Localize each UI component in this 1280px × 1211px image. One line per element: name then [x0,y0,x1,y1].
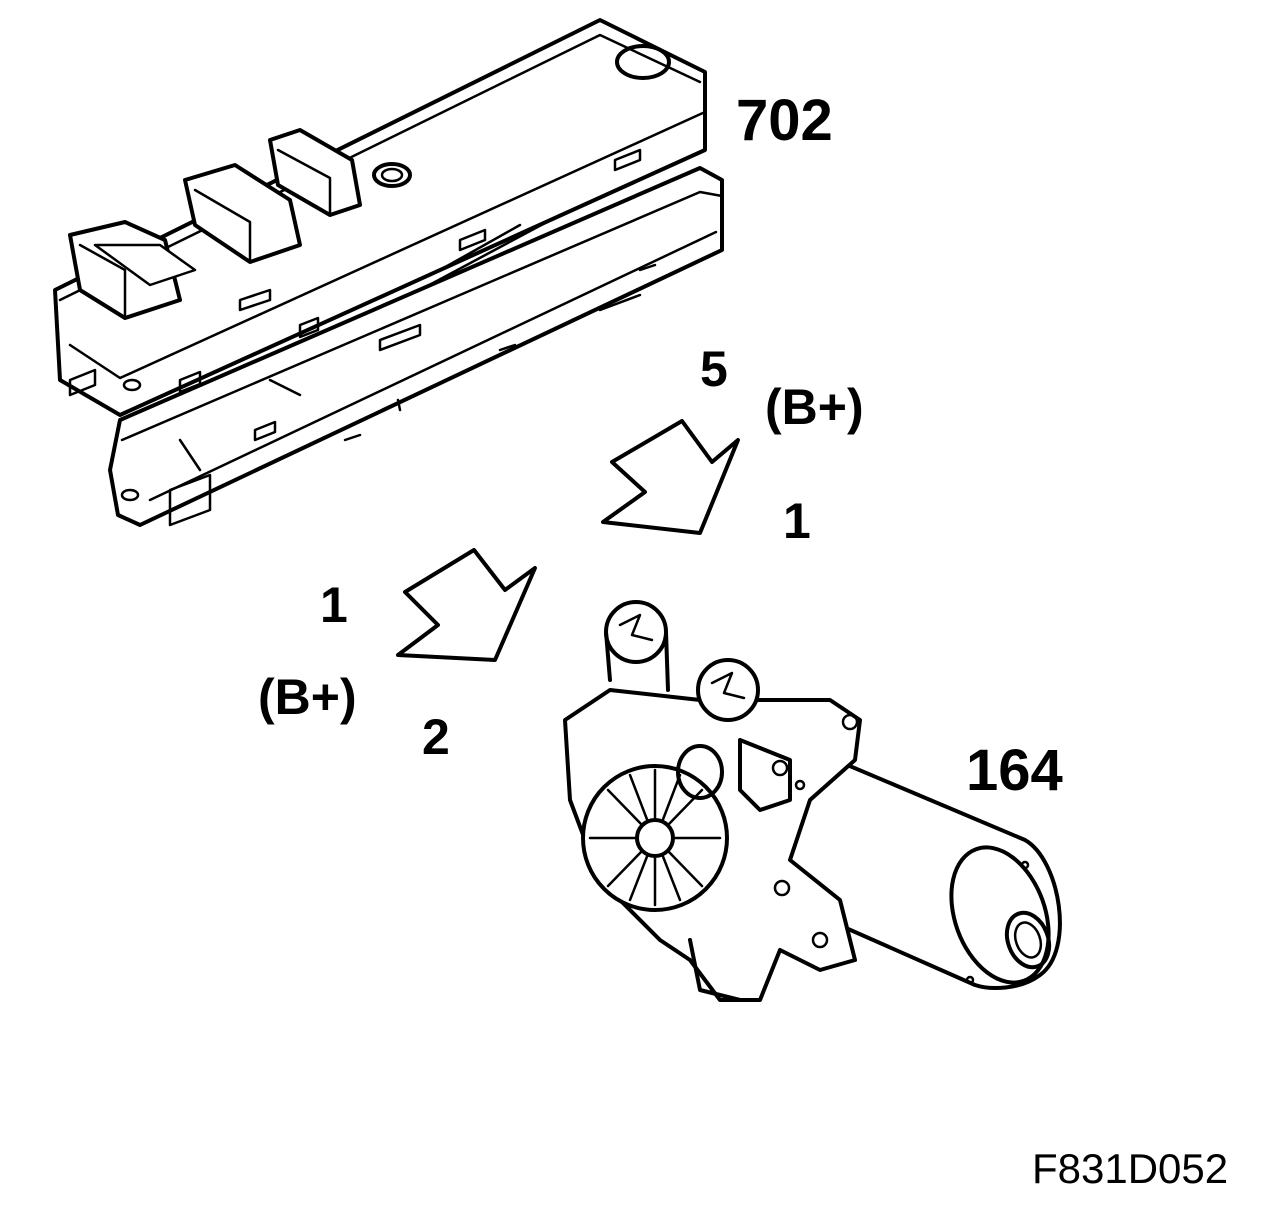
switch-pin-1: 1 [783,493,811,549]
switch-pin-5: 5 [700,341,728,397]
motor-pin-2-signal: (B+) [258,669,357,725]
part-number-switch: 702 [736,88,833,153]
motor-pin-1: 1 [320,577,348,633]
window-switch-panel [53,18,724,527]
window-regulator-motor [563,600,1062,1002]
figure-code: F831D052 [1032,1145,1229,1192]
connector-arrow-switch [601,419,740,535]
motor-pin-2: 2 [422,709,450,765]
part-number-motor: 164 [966,738,1063,803]
switch-pin-5-signal: (B+) [765,379,864,435]
connector-arrow-motor [396,548,537,662]
